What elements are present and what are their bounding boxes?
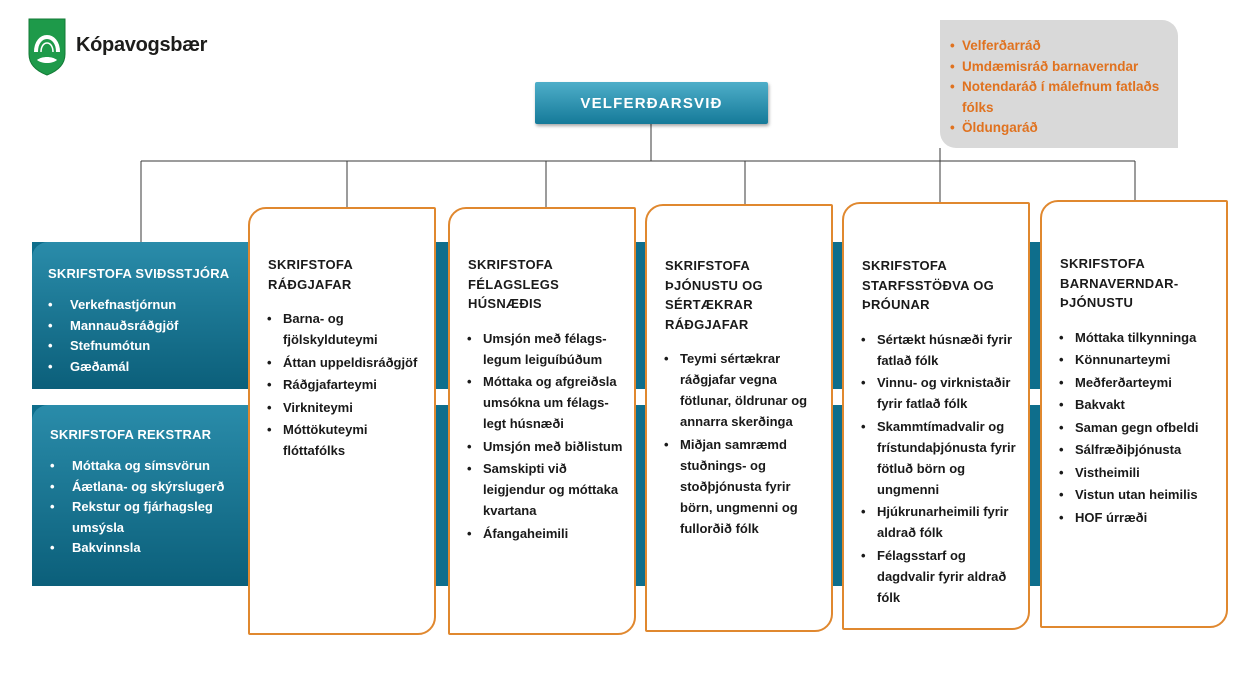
council-item: Umdæmisráð barnaverndar [950,57,1170,78]
unit-item: Áttan uppeldisráðgjöf [267,352,424,373]
council-item: Notendaráð í málefnum fatlaðs fólks [950,77,1170,118]
logo-name: Kópavogsbær [76,34,208,56]
unit-barnavernd: SKRIFSTOFA BARNAVERNDAR-ÞJÓNUSTU Móttaka… [1040,200,1228,628]
unit-title: SKRIFSTOFA STARFSSTÖÐVA OG ÞRÓUNAR [862,258,995,312]
council-item: Öldungaráð [950,118,1170,139]
unit-item: Meðferðarteymi [1059,372,1216,393]
unit-title: SKRIFSTOFA FÉLAGSLEGS HÚSNÆÐIS [468,257,560,311]
unit-item: Ráðgjafarteymi [267,374,424,395]
unit-item: Saman gegn ofbeldi [1059,417,1216,438]
unit-item: Vistheimili [1059,462,1216,483]
unit-item: Áfangaheimili [467,523,624,544]
kopavogur-crest-icon [28,18,66,76]
unit-item: Sálfræðiþjónusta [1059,439,1216,460]
unit-item: Samskipti við leigjendur og móttaka kvar… [467,458,624,521]
unit-item: Móttaka og afgreiðsla umsókna um félags-… [467,371,624,434]
unit-starfsstodvar: SKRIFSTOFA STARFSSTÖÐVA OG ÞRÓUNAR Sértæ… [842,202,1030,630]
unit-item: Miðjan samræmd stuðnings- og stoðþjónust… [664,434,821,539]
office-title: SKRIFSTOFA SVIÐSSTJÓRA [48,266,230,281]
office-item: Verkefnastjórnun [48,295,258,316]
office-item: Gæðamál [48,357,258,378]
councils-box: Velferðarráð Umdæmisráð barnaverndar Not… [940,20,1178,148]
unit-item: Móttaka tilkynninga [1059,327,1216,348]
unit-husnaedi: SKRIFSTOFA FÉLAGSLEGS HÚSNÆÐIS Umsjón me… [448,207,636,635]
office-item: Áætlana- og skýrslugerð [50,477,258,498]
unit-item: Skammtímadvalir og frístundaþjónusta fyr… [861,416,1018,500]
root-node: VELFERÐARSVIÐ [535,82,768,124]
unit-radgjafar: SKRIFSTOFA RÁÐGJAFAR Barna- og fjölskyld… [248,207,436,635]
office-item: Bakvinnsla [50,538,258,559]
unit-title: SKRIFSTOFA BARNAVERNDAR-ÞJÓNUSTU [1060,256,1179,310]
unit-item: Könnunarteymi [1059,349,1216,370]
unit-item: Móttökuteymi flóttafólks [267,419,424,461]
unit-item: HOF úrræði [1059,507,1216,528]
root-label: VELFERÐARSVIÐ [580,94,723,112]
unit-item: Umsjón með félags-legum leiguíbúðum [467,328,624,370]
office-item: Mannauðsráðgjöf [48,316,258,337]
office-rekstrar: SKRIFSTOFA REKSTRAR Móttaka og símsvörun… [32,405,258,586]
office-svidsstjora: SKRIFSTOFA SVIÐSSTJÓRA Verkefnastjórnun … [32,242,258,389]
unit-item: Hjúkrunarheimili fyrir aldrað fólk [861,501,1018,543]
unit-item: Vistun utan heimilis [1059,484,1216,505]
unit-item: Umsjón með biðlistum [467,436,624,457]
unit-title: SKRIFSTOFA ÞJÓNUSTU OG SÉRTÆKRAR RÁÐGJAF… [665,258,763,332]
unit-item: Vinnu- og virknistaðir fyrir fatlað fólk [861,372,1018,414]
office-item: Móttaka og símsvörun [50,456,258,477]
unit-item: Sértækt húsnæði fyrir fatlað fólk [861,329,1018,371]
unit-item: Barna- og fjölskylduteymi [267,308,424,350]
unit-item: Bakvakt [1059,394,1216,415]
unit-item: Virkniteymi [267,397,424,418]
logo: Kópavogsbær [28,18,208,78]
office-item: Stefnumótun [48,336,258,357]
unit-title: SKRIFSTOFA RÁÐGJAFAR [268,257,353,292]
unit-item: Teymi sértækrar ráðgjafar vegna fötlunar… [664,348,821,432]
unit-thjonusta: SKRIFSTOFA ÞJÓNUSTU OG SÉRTÆKRAR RÁÐGJAF… [645,204,833,632]
unit-item: Félagsstarf og dagdvalir fyrir aldrað fó… [861,545,1018,608]
council-item: Velferðarráð [950,36,1170,57]
office-item: Rekstur og fjárhagsleg umsýsla [50,497,258,538]
office-title: SKRIFSTOFA REKSTRAR [50,427,212,442]
